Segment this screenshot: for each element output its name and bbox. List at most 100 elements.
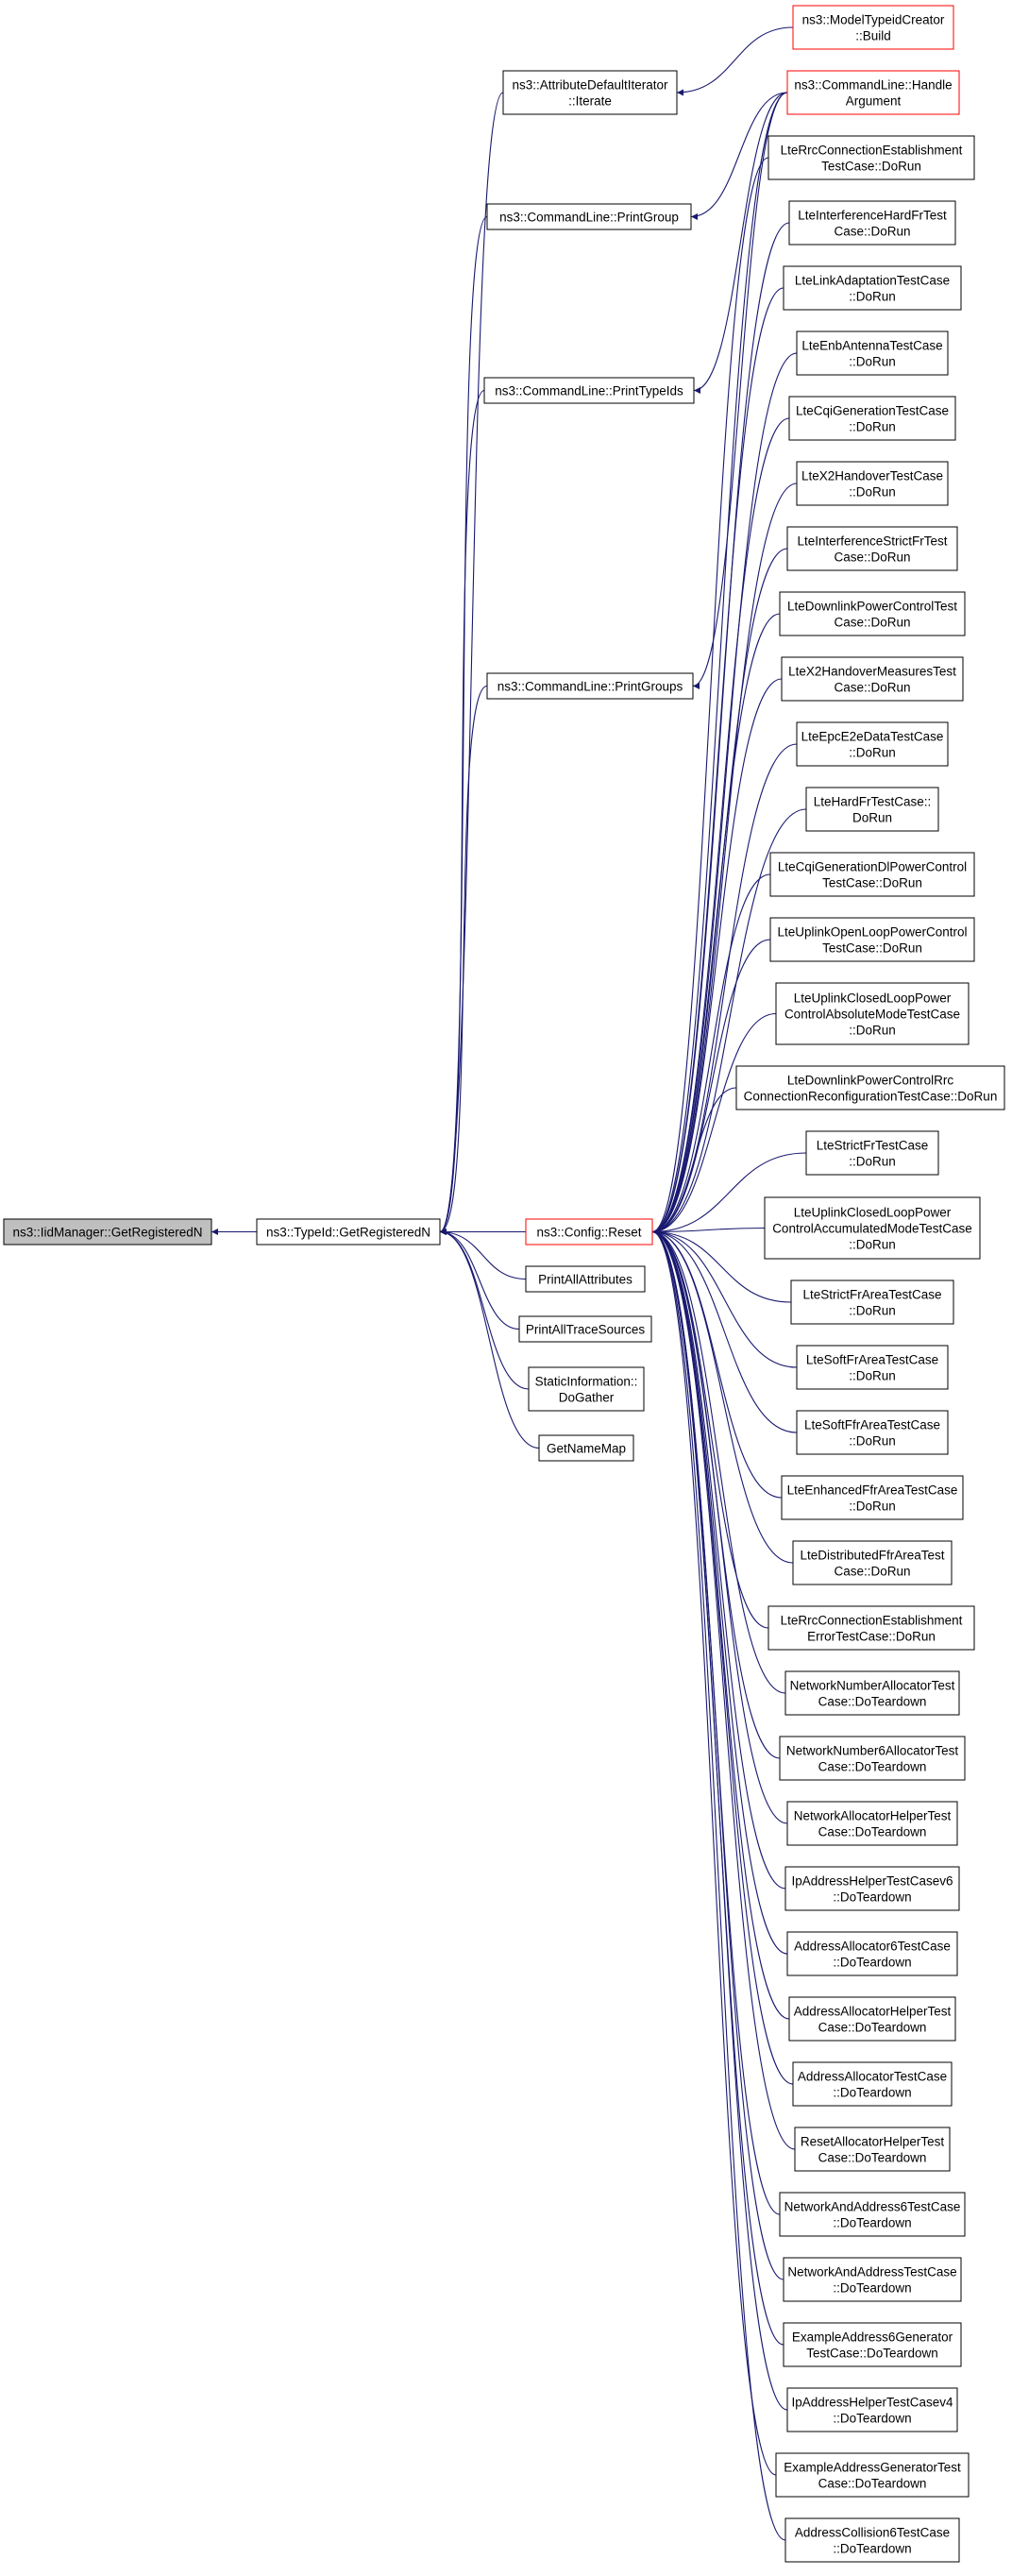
node-box (486, 672, 694, 700)
node-print_groups[interactable]: ns3::CommandLine::PrintGroups (486, 672, 694, 700)
node-label-line: ControlAccumulatedModeTestCase (772, 1221, 972, 1235)
node-label-line: Case::DoTeardown (818, 2150, 927, 2164)
node-label-line: ::DoRun (849, 1023, 896, 1037)
node-label-line: ::DoTeardown (833, 1890, 911, 1904)
node-box (764, 1196, 981, 1260)
node-box (805, 787, 939, 832)
node-box (786, 526, 958, 571)
edge-c36-to-config_reset (651, 1229, 777, 2476)
node-box (779, 2192, 966, 2237)
node-label-line: LteEpcE2eDataTestCase (801, 729, 944, 743)
node-c5[interactable]: LteCqiGenerationTestCase::DoRun (788, 396, 956, 441)
node-c27[interactable]: IpAddressHelperTestCasev6::DoTeardown (784, 1866, 960, 1911)
edge-c16-to-config_reset (651, 1152, 807, 1235)
node-c14[interactable]: LteUplinkClosedLoopPowerControlAbsoluteM… (775, 982, 970, 1045)
node-label-line: AddressCollision6TestCase (795, 2525, 950, 2539)
node-attr_iter[interactable]: ns3::AttributeDefaultIterator::Iterate (502, 70, 678, 115)
node-box (796, 721, 949, 767)
node-box (792, 2061, 953, 2107)
node-c18[interactable]: LteStrictFrAreaTestCase::DoRun (790, 1280, 954, 1325)
node-config_reset[interactable]: ns3::Config::Reset (525, 1218, 653, 1246)
node-box (502, 70, 678, 115)
node-c16[interactable]: LteStrictFrTestCase::DoRun (805, 1130, 939, 1176)
node-model_typeid[interactable]: ns3::ModelTypeidCreator::Build (792, 5, 954, 50)
node-box (783, 2322, 962, 2367)
node-label-line: AddressAllocatorTestCase (798, 2069, 947, 2083)
node-label-line: ::DoTeardown (833, 2280, 911, 2295)
node-c12[interactable]: LteCqiGenerationDlPowerControlTestCase::… (769, 852, 975, 897)
node-c29[interactable]: AddressAllocatorHelperTestCase::DoTeardo… (788, 1996, 956, 2042)
edge-print_all_trace-to-typeid (439, 1229, 520, 1330)
node-label-line: Case::DoTeardown (818, 1824, 927, 1839)
node-box (775, 982, 970, 1045)
node-c28[interactable]: AddressAllocator6TestCase::DoTeardown (786, 1931, 958, 1976)
node-label-line: ::DoRun (849, 419, 896, 433)
edge-print_group-to-typeid (439, 215, 488, 1235)
node-c24[interactable]: NetworkNumberAllocatorTestCase::DoTeardo… (784, 1670, 960, 1716)
node-label-line: LteX2HandoverMeasuresTest (788, 664, 956, 678)
node-box (792, 1540, 953, 1585)
node-label-line: ::Build (855, 28, 891, 42)
node-root[interactable]: ns3::IidManager::GetRegisteredN (3, 1218, 212, 1246)
node-c6[interactable]: LteX2HandoverTestCase::DoRun (796, 461, 949, 506)
edge-handle_arg-to-print_group (690, 92, 788, 220)
node-label-line: LteLinkAdaptationTestCase (795, 273, 950, 287)
node-c30[interactable]: AddressAllocatorTestCase::DoTeardown (792, 2061, 953, 2107)
node-print_typeids[interactable]: ns3::CommandLine::PrintTypeIds (483, 377, 695, 404)
edge-get_name_map-to-typeid (439, 1229, 540, 1449)
node-label-line: Argument (846, 93, 902, 108)
node-print_group[interactable]: ns3::CommandLine::PrintGroup (486, 203, 692, 230)
node-c1[interactable]: LteRrcConnectionEstablishmentTestCase::D… (767, 135, 975, 180)
node-label-line: ns3::CommandLine::PrintGroups (498, 679, 683, 693)
node-label-line: LteInterferenceHardFrTest (798, 208, 947, 222)
edge-c1-to-config_reset (651, 157, 769, 1235)
node-c33[interactable]: NetworkAndAddressTestCase::DoTeardown (783, 2257, 962, 2302)
node-box (518, 1315, 652, 1343)
node-c3[interactable]: LteLinkAdaptationTestCase::DoRun (783, 265, 962, 311)
edge-c8-to-config_reset (651, 613, 781, 1235)
node-c10[interactable]: LteEpcE2eDataTestCase::DoRun (796, 721, 949, 767)
node-label-line: ::DoRun (849, 1303, 896, 1317)
edge-c28-to-config_reset (651, 1229, 788, 1955)
node-c4[interactable]: LteEnbAntennaTestCase::DoRun (796, 330, 949, 376)
edge-c6-to-config_reset (651, 483, 798, 1235)
node-c34[interactable]: ExampleAddress6GeneratorTestCase::DoTear… (783, 2322, 962, 2367)
node-c32[interactable]: NetworkAndAddress6TestCase::DoTeardown (779, 2192, 966, 2237)
node-label-line: LteDownlinkPowerControlRrc (787, 1073, 954, 1087)
node-c37[interactable]: AddressCollision6TestCase::DoTeardown (784, 2517, 960, 2563)
node-c17[interactable]: LteUplinkClosedLoopPowerControlAccumulat… (764, 1196, 981, 1260)
node-print_all_attrs[interactable]: PrintAllAttributes (525, 1265, 646, 1293)
node-label-line: DoRun (852, 810, 892, 824)
node-c23[interactable]: LteRrcConnectionEstablishmentErrorTestCa… (767, 1605, 975, 1651)
node-c13[interactable]: LteUplinkOpenLoopPowerControlTestCase::D… (769, 917, 975, 962)
node-c26[interactable]: NetworkAllocatorHelperTestCase::DoTeardo… (786, 1801, 958, 1846)
node-c11[interactable]: LteHardFrTestCase::DoRun (805, 787, 939, 832)
node-box (783, 265, 962, 311)
edge-print_all_attrs-to-typeid (439, 1229, 527, 1280)
node-typeid[interactable]: ns3::TypeId::GetRegisteredN (256, 1218, 441, 1246)
node-c20[interactable]: LteSoftFfrAreaTestCase::DoRun (796, 1410, 949, 1455)
node-c36[interactable]: ExampleAddressGeneratorTestCase::DoTeard… (775, 2452, 970, 2498)
node-label-line: LteCqiGenerationDlPowerControl (778, 859, 967, 873)
node-c15[interactable]: LteDownlinkPowerControlRrcConnectionReco… (735, 1065, 1005, 1110)
node-print_all_trace[interactable]: PrintAllTraceSources (518, 1315, 652, 1343)
node-get_name_map[interactable]: GetNameMap (538, 1434, 634, 1462)
node-c21[interactable]: LteEnhancedFfrAreaTestCase::DoRun (781, 1475, 964, 1520)
node-label-line: ControlAbsoluteModeTestCase (784, 1007, 960, 1021)
node-box (786, 70, 960, 115)
node-c19[interactable]: LteSoftFrAreaTestCase::DoRun (796, 1345, 949, 1390)
node-label-line: ::DoRun (849, 1499, 896, 1513)
node-c35[interactable]: IpAddressHelperTestCasev4::DoTeardown (786, 2387, 958, 2432)
node-c25[interactable]: NetworkNumber6AllocatorTestCase::DoTeard… (779, 1736, 966, 1781)
node-label-line: ::DoTeardown (833, 2215, 911, 2229)
node-static_info[interactable]: StaticInformation::DoGather (528, 1366, 645, 1412)
node-box (784, 2517, 960, 2563)
node-label-line: ::DoTeardown (833, 1955, 911, 1969)
